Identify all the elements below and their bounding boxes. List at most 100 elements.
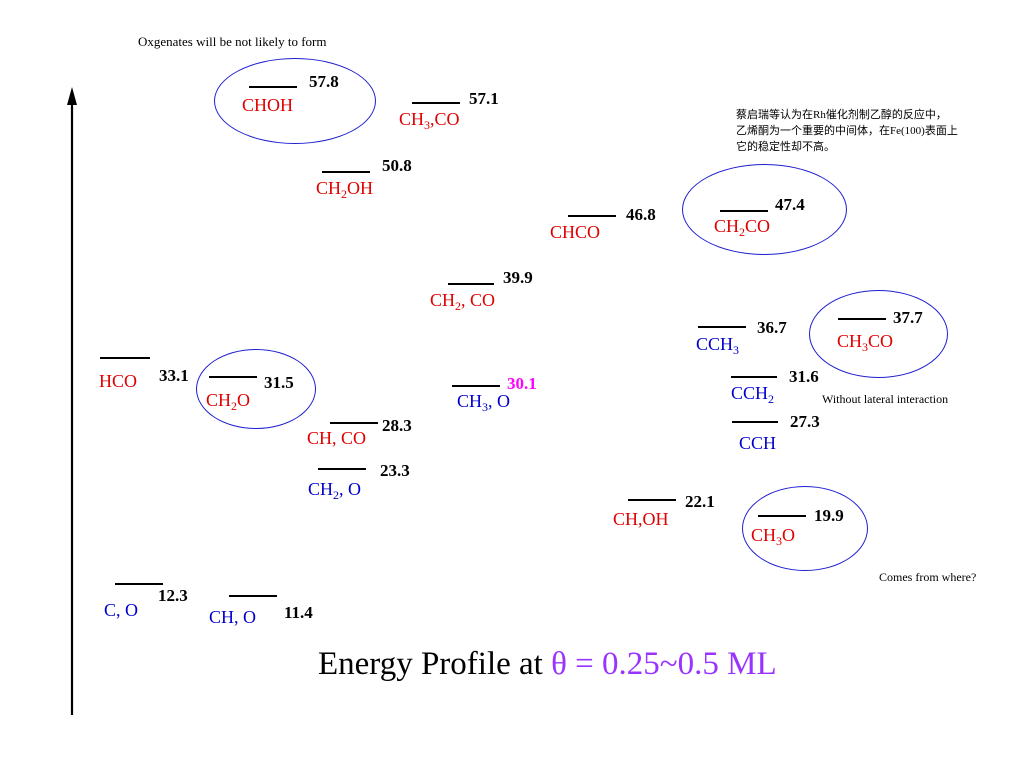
species-label: CH, CO	[307, 428, 366, 448]
energy-axis	[67, 87, 77, 715]
energy-value: 31.5	[264, 373, 294, 392]
energy-level-bar	[568, 215, 616, 217]
energy-level-bar	[229, 595, 277, 597]
species-label-text: CH	[751, 525, 777, 545]
highlight-ring-ch2co	[682, 164, 847, 255]
species-label-text: CH, CO	[307, 428, 367, 448]
species-label-text: CCH	[731, 383, 769, 403]
note-oxygenates: Oxgenates will be not likely to form	[138, 34, 327, 49]
species-label-text: CCH	[696, 334, 734, 354]
species-label-text: CH	[430, 290, 456, 310]
note-chinese-line-1: 蔡启瑞等认为在Rh催化剂制乙醇的反应中，	[736, 109, 947, 121]
species-label-text: O	[782, 525, 796, 545]
species-label: CH2OH	[316, 178, 374, 201]
species-label-text: CH	[316, 178, 342, 198]
species-label-text: CH	[457, 391, 483, 411]
energy-value: 36.7	[757, 318, 787, 337]
species-label: CH2O	[206, 390, 251, 413]
energy-level-bar	[448, 283, 494, 285]
energy-level-bar	[731, 376, 777, 378]
species-label-text: CH	[308, 479, 334, 499]
species-label-text: OH	[347, 178, 374, 198]
species-label: CH3O	[751, 525, 796, 548]
energy-level-bar	[100, 357, 150, 359]
energy-level-bar	[249, 86, 297, 88]
energy-level-bar	[732, 421, 778, 423]
species-label-text: CH	[206, 390, 232, 410]
energy-level-bar	[322, 171, 370, 173]
species-label-text: CCH	[739, 433, 777, 453]
energy-value: 33.1	[159, 366, 189, 385]
species-label: CH2, CO	[430, 290, 496, 313]
note-lateral: Without lateral interaction	[822, 392, 949, 406]
note-chinese-line-3: 它的稳定性却不高。	[736, 141, 835, 153]
energy-value: 23.3	[380, 461, 410, 480]
energy-level-bar	[452, 385, 500, 387]
species-label: CH3, O	[457, 391, 511, 413]
energy-level-bar	[412, 102, 460, 104]
energy-level-bar	[698, 326, 746, 328]
species-label: CHOH	[242, 95, 293, 115]
species-label-subscript: 2	[341, 187, 348, 201]
species-label-subscript: 2	[455, 299, 462, 313]
energy-level-bar	[209, 376, 257, 378]
species-label-text: C, O	[104, 600, 139, 620]
energy-value: 57.1	[469, 89, 499, 108]
species-label-text: , O	[488, 391, 511, 411]
species-label: CH2, O	[308, 479, 362, 502]
species-label-subscript: 2	[768, 392, 775, 406]
species-label-text: ,CO	[430, 109, 460, 129]
species-label-text: , O	[339, 479, 362, 499]
species-label: CHCO	[550, 222, 600, 242]
energy-level-bar	[838, 318, 886, 320]
species-label-text: CO	[745, 216, 771, 236]
species-label: C, O	[104, 600, 138, 620]
species-label: CCH3	[696, 334, 740, 357]
title-prefix: Energy Profile at	[318, 646, 552, 682]
highlight-ring-ch3o	[742, 486, 868, 571]
species-label-subscript: 3	[776, 534, 783, 548]
species-label: HCO	[99, 371, 137, 391]
energy-value: 39.9	[503, 268, 533, 287]
species-label-subscript: 3	[424, 118, 431, 132]
species-label-subscript: 2	[333, 488, 340, 502]
energy-level-bar	[115, 583, 163, 585]
species-label-text: CHCO	[550, 222, 601, 242]
species-label-subscript: 3	[862, 340, 869, 354]
highlight-ring-ch3co	[809, 290, 948, 378]
species-label: CH,OH	[613, 509, 669, 529]
species-label-text: , CO	[461, 290, 496, 310]
species-label-text: CH,OH	[613, 509, 669, 529]
species-label-text: O	[237, 390, 251, 410]
species-label-text: CO	[868, 331, 894, 351]
species-label-subscript: 2	[231, 399, 238, 413]
energy-value: 30.1	[507, 374, 537, 393]
species-label-text: CHOH	[242, 95, 294, 115]
species-label: CCH2	[731, 383, 775, 406]
title-theta: θ = 0.25~0.5 ML	[551, 646, 777, 682]
energy-level-bar	[758, 515, 806, 517]
species-label: CH2CO	[714, 216, 771, 238]
energy-value: 47.4	[775, 195, 805, 214]
energy-level-bar	[720, 210, 768, 212]
energy-value: 12.3	[158, 586, 188, 605]
energy-value: 50.8	[382, 156, 412, 175]
energy-value: 27.3	[790, 412, 820, 431]
species-label-text: CH	[399, 109, 425, 129]
energy-value: 57.8	[309, 72, 339, 91]
energy-axis-arrowhead	[67, 87, 77, 105]
species-label: CH, O	[209, 607, 256, 627]
highlight-ring-choh	[214, 58, 376, 144]
energy-value: 28.3	[382, 416, 412, 435]
species-label-text: CH	[837, 331, 863, 351]
energy-value: 11.4	[284, 603, 313, 622]
highlight-ring-ch2o	[196, 349, 316, 429]
species-label-subscript: 3	[733, 343, 740, 357]
note-chinese-line-2: 乙烯酮为一个重要的中间体，在Fe(100)表面上	[736, 125, 958, 137]
energy-value: 19.9	[814, 506, 844, 525]
species-label: CH3,CO	[399, 109, 460, 132]
energy-level-bar	[330, 422, 378, 424]
energy-value: 46.8	[626, 205, 656, 224]
energy-value: 22.1	[685, 492, 715, 511]
species-label: CH3CO	[837, 331, 894, 354]
